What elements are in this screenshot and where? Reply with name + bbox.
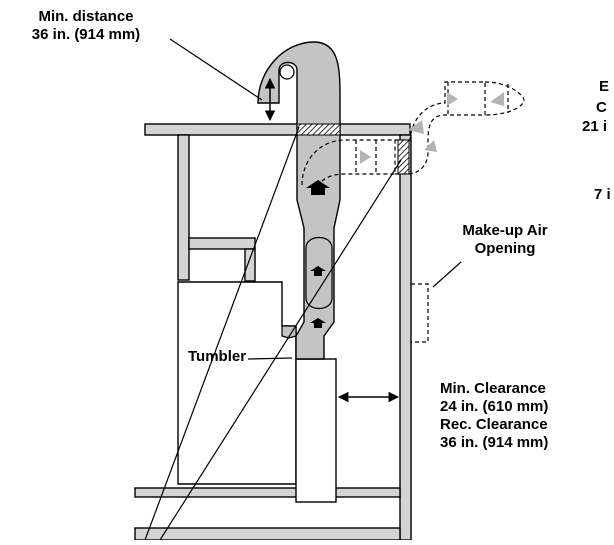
leader-lines <box>144 38 462 541</box>
floor-upper <box>134 487 401 498</box>
alternate-flow-arrows <box>360 92 504 164</box>
left-vertical-wall <box>177 134 190 281</box>
alt-arrow-5 <box>424 140 437 152</box>
airflow-arrows <box>306 180 330 328</box>
min-distance-label: Min. distance 36 in. (914 mm) <box>0 8 172 44</box>
duct-seal-hatch <box>296 123 341 136</box>
tumbler-label: Tumbler <box>188 348 247 365</box>
airflow-arrow-3 <box>310 318 326 328</box>
left-horizontal-wall <box>188 237 256 250</box>
tumbler-body <box>177 281 297 485</box>
airflow-arrow-1 <box>306 180 330 195</box>
airflow-arrow-2 <box>310 266 326 276</box>
alt-arrow-3 <box>447 92 458 106</box>
min-clearance-line2: 24 in. (610 mm) <box>440 398 549 415</box>
floor-lower <box>134 527 401 541</box>
cut-right-c: C <box>596 99 607 116</box>
rec-clearance-line2: 36 in. (914 mm) <box>440 434 549 451</box>
cut-right-21: 21 i <box>582 118 608 135</box>
makeup-air-opening <box>411 283 429 343</box>
dryer-unit <box>295 358 337 503</box>
makeup-air-line2: Opening <box>474 240 536 257</box>
alt-duct-seal-hatch <box>397 139 410 175</box>
left-small-stub <box>244 248 256 282</box>
cut-right-7: 7 i <box>594 186 611 203</box>
right-wall <box>399 134 412 541</box>
alt-arrow-2 <box>408 120 424 134</box>
clearance-label: Min. Clearance 24 in. (610 mm) Rec. Clea… <box>440 380 548 452</box>
makeup-air-label: Make-up Air Opening <box>440 222 570 258</box>
min-distance-line1: Min. distance <box>38 8 134 25</box>
rec-clearance-line1: Rec. Clearance <box>440 416 548 433</box>
min-distance-line2: 36 in. (914 mm) <box>31 26 141 43</box>
alt-arrow-4 <box>490 92 504 106</box>
makeup-air-line1: Make-up Air <box>462 222 548 239</box>
duct-transition <box>281 325 297 339</box>
min-clearance-line1: Min. Clearance <box>440 380 546 397</box>
cut-right-e: E <box>599 78 610 95</box>
ceiling-wall <box>144 123 411 136</box>
hood-outlet <box>279 64 295 80</box>
alt-arrow-1 <box>360 150 371 164</box>
